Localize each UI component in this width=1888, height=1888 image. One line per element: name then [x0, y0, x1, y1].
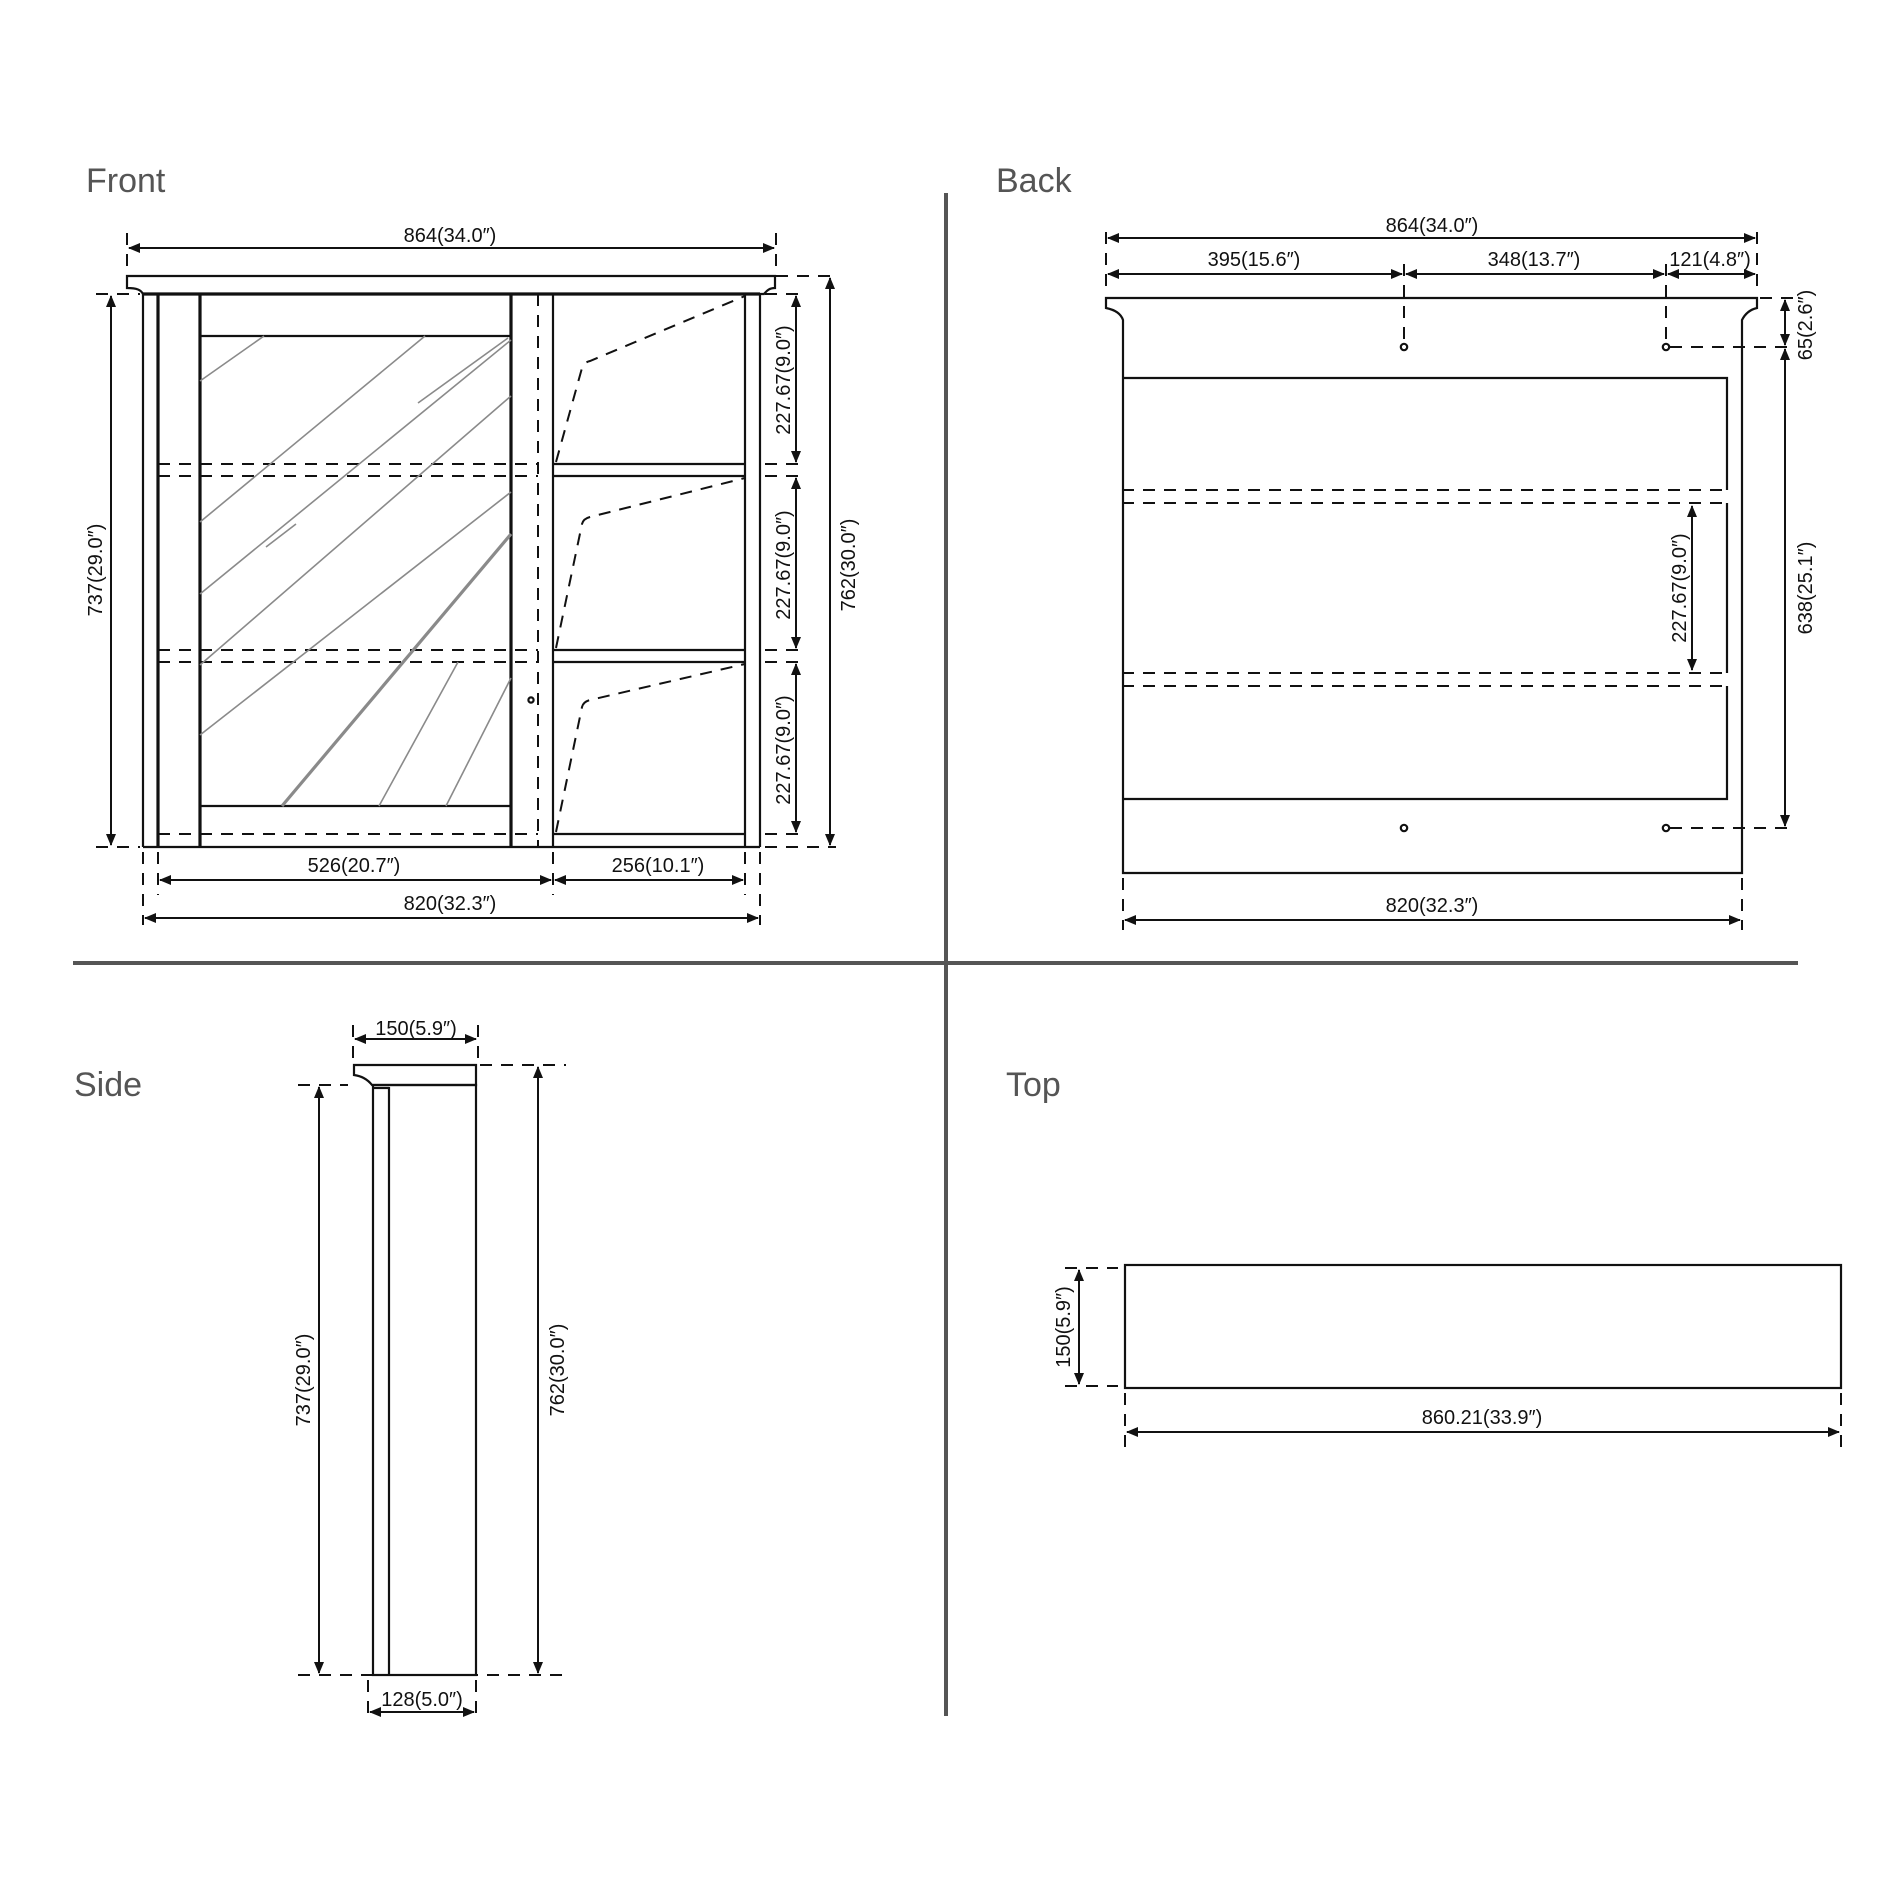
- back-view: 864(34.0″) 395(15.6″) 348(13.7″) 121(4.8…: [1104, 215, 1817, 930]
- front-overall-width-label: 864(34.0″): [404, 225, 497, 247]
- mounting-hole-icon: [1661, 342, 1671, 352]
- back-shelf-gap-label: 227.67(9.0″): [1669, 533, 1691, 642]
- back-hole-offset-label: 65(2.6″): [1795, 290, 1817, 360]
- front-shelf-width-label: 256(10.1″): [612, 855, 705, 877]
- front-shelf-gap-2-label: 227.67(9.0″): [773, 510, 795, 619]
- front-view-title: Front: [86, 162, 166, 200]
- top-view-title: Top: [1006, 1066, 1061, 1104]
- top-view: 150(5.9″) 860.21(33.9″): [1053, 1263, 1843, 1450]
- side-body-height-label: 737(29.0″): [293, 1334, 315, 1427]
- back-view-title: Back: [996, 162, 1072, 200]
- front-shelf-gap-1-label: 227.67(9.0″): [773, 325, 795, 434]
- handle-icon: [527, 696, 535, 704]
- front-overall-height-label: 762(30.0″): [838, 519, 860, 612]
- side-view: 150(5.9″) 737(29.0″) 762(30.0″) 128(5.0″…: [293, 1018, 569, 1717]
- front-body-width-label: 820(32.3″): [404, 893, 497, 915]
- side-view-title: Side: [74, 1066, 143, 1104]
- side-top-depth-label: 150(5.9″): [375, 1018, 457, 1040]
- top-width-label: 860.21(33.9″): [1422, 1407, 1543, 1429]
- back-overall-width-label: 864(34.0″): [1386, 215, 1479, 237]
- top-depth-label: 150(5.9″): [1053, 1286, 1075, 1368]
- back-seg-mid-label: 348(13.7″): [1488, 249, 1581, 271]
- mounting-hole-icon: [1661, 823, 1671, 833]
- back-body-width-label: 820(32.3″): [1386, 895, 1479, 917]
- back-hole-spacing-label: 638(25.1″): [1795, 542, 1817, 635]
- side-overall-height-label: 762(30.0″): [547, 1324, 569, 1417]
- back-seg-right-label: 121(4.8″): [1669, 249, 1751, 271]
- mounting-hole-icon: [1399, 823, 1409, 833]
- front-door-width-label: 526(20.7″): [308, 855, 401, 877]
- front-body-height-label: 737(29.0″): [85, 524, 107, 617]
- front-view: 864(34.0″) 737(29.0″) 227.67(9.0″) 227.6…: [85, 225, 860, 925]
- side-body-depth-label: 128(5.0″): [381, 1689, 463, 1711]
- back-seg-left-label: 395(15.6″): [1208, 249, 1301, 271]
- mounting-hole-icon: [1399, 342, 1409, 352]
- front-shelf-gap-3-label: 227.67(9.0″): [773, 695, 795, 804]
